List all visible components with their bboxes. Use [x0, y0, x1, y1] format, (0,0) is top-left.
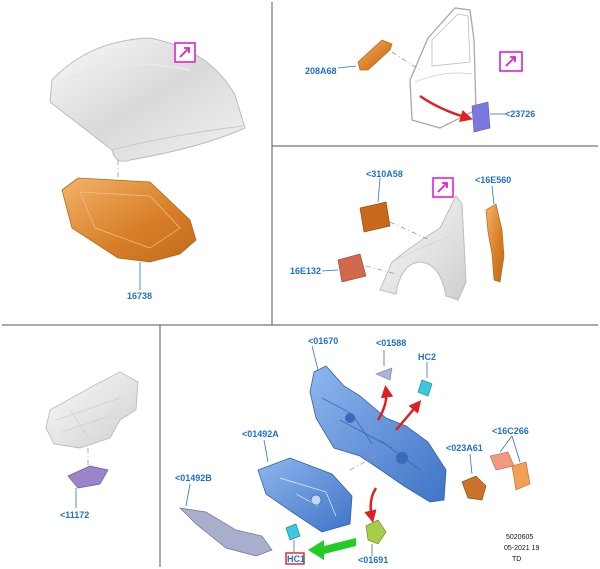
- callout-208A68: 208A68: [305, 66, 337, 76]
- cowl-assembly-part[interactable]: [45, 371, 139, 449]
- cowl-shield-part[interactable]: [67, 465, 109, 489]
- panel-left-part[interactable]: [257, 457, 353, 533]
- callout-023A61: <023A61: [446, 443, 483, 453]
- callout-HC2: HC2: [418, 352, 436, 362]
- callout-16E560: <16E560: [475, 175, 511, 185]
- door-panel: 208A68 <23726: [305, 7, 535, 133]
- hc2-clip-part[interactable]: [417, 379, 433, 397]
- hc1-highlight-box: [285, 552, 305, 565]
- hood-part[interactable]: [49, 37, 246, 162]
- dash-panel: <01670 <01588 HC2 <01492A <01492B <023A6…: [175, 336, 540, 565]
- red-arrow: [376, 385, 394, 421]
- footer-td: TD: [512, 556, 521, 563]
- cowl-small-panel: <11172: [45, 371, 139, 520]
- hc1-clip-part[interactable]: [285, 523, 301, 541]
- callout-01670: <01670: [308, 336, 338, 346]
- callout-16738: 16738: [127, 291, 152, 301]
- door-patch-part[interactable]: [471, 101, 491, 133]
- edit-arrow-icon[interactable]: [499, 51, 523, 72]
- block-right-part-a[interactable]: [489, 451, 515, 471]
- panel-lower-part[interactable]: [178, 507, 273, 557]
- bracket-right-part[interactable]: [461, 475, 487, 501]
- fender-part[interactable]: [379, 195, 467, 301]
- clip-top-part[interactable]: [375, 367, 393, 381]
- hood-panel: 16738: [49, 37, 246, 301]
- edit-arrow-icon[interactable]: [432, 177, 454, 198]
- callout-11172: <11172: [60, 510, 89, 520]
- dash-panel-part[interactable]: [309, 365, 447, 503]
- callout-01492B: <01492B: [175, 473, 212, 483]
- hood-insulator-part[interactable]: [61, 177, 197, 263]
- fender-pad-part[interactable]: [359, 201, 391, 233]
- green-arrow: [308, 538, 356, 560]
- block-right-part-b[interactable]: [511, 461, 531, 491]
- callout-310A58: <310A58: [366, 169, 403, 179]
- callout-23726: <23726: [505, 109, 535, 119]
- callout-01588: <01588: [376, 338, 406, 348]
- callout-01691: <01691: [358, 555, 388, 565]
- red-arrow: [364, 487, 378, 523]
- fender-panel: <310A58 <16E560 16E132: [290, 169, 511, 301]
- red-arrow: [395, 400, 422, 431]
- red-arrow: [419, 94, 473, 122]
- callout-HC1: HC1: [287, 554, 305, 564]
- footer-code: 5020605: [506, 534, 533, 541]
- grommet-part[interactable]: [365, 519, 387, 545]
- callout-01492A: <01492A: [242, 429, 279, 439]
- callout-16C266: <16C266: [492, 426, 529, 436]
- callout-16E132: 16E132: [290, 266, 321, 276]
- fender-insulator-part[interactable]: [337, 253, 367, 283]
- edit-arrow-icon[interactable]: [174, 42, 196, 63]
- footer-date: 05-2021 19: [504, 545, 540, 552]
- door-bracket-part[interactable]: [357, 39, 393, 71]
- fender-seal-part[interactable]: [485, 203, 505, 283]
